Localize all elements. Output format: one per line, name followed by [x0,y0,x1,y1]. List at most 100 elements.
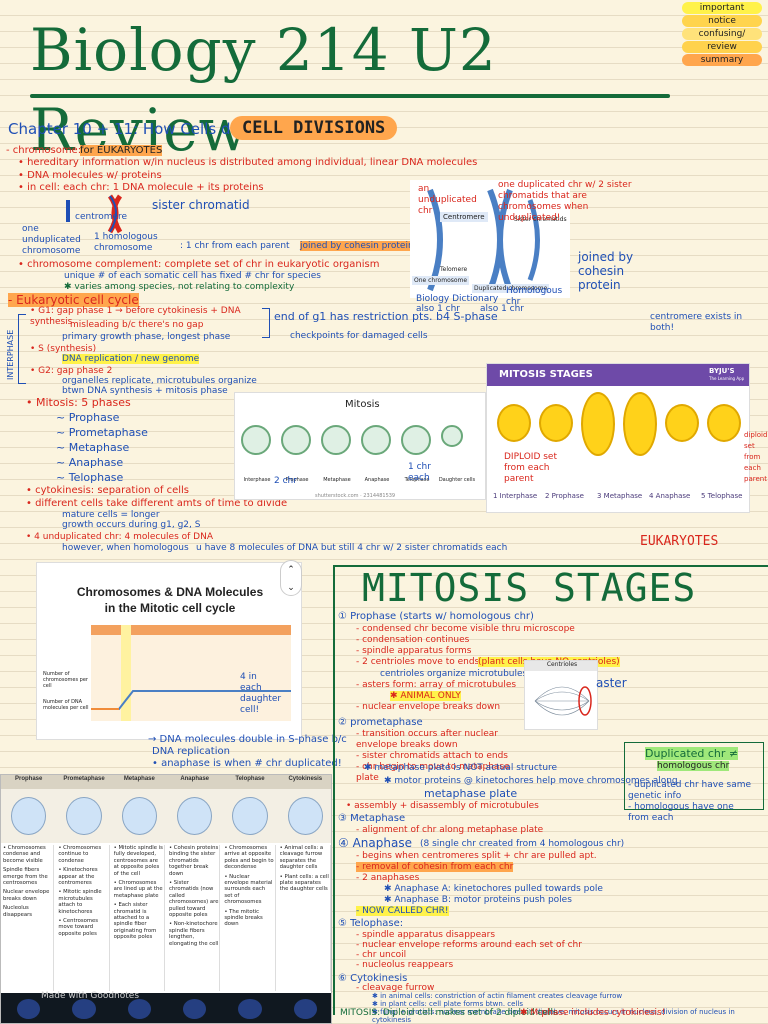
diag-joined-note: joined by cohesin protein [578,250,634,292]
chr-dna-note-3: • anaphase is when # chr duplicated! [152,758,342,769]
metaphase-plate: metaphase plate [424,787,518,800]
table-cell-diagram [11,797,47,835]
dup-line-2: homologous chr [657,761,730,771]
metaphase-heading: ③ Metaphase [338,813,406,824]
cytokinesis-heading: ⑥ Cytokinesis [338,973,408,984]
chromosome-sketch [66,194,123,234]
prometaphase-lines: - transition occurs after nuclear envelo… [356,729,526,784]
cyto-lines: ✱ in animal cells: constriction of actin… [372,992,762,1024]
nuclear-line: - nuclear envelope breaks down [356,702,501,712]
goodnotes-watermark: Made with Goodnotes [41,991,140,1001]
byjus-cell [707,404,741,442]
growth-line: growth occurs during g1, g2, S [62,520,201,530]
cyto-line-2: ✱ in animal cells: constriction of actin… [372,992,623,1000]
table-cell-text: • Mitotic spindle microtubules attach to… [58,889,102,915]
column-top-rule [333,565,768,567]
table-header-cytokinesis: Cytokinesis [288,776,323,782]
table-column-anaphase: • Cohesin proteins binding the sister ch… [169,845,221,991]
phase-anaphase: ~ Anaphase [56,456,124,469]
byjus-mitosis-image: MITOSIS STAGES BYJU'S The Learning App 1… [486,363,750,513]
asters-line: - asters form: array of microtubules [356,680,517,690]
mitosis-cell-daughter-cells [441,425,463,447]
table-cell-text: • Mitotic spindle is fully developed, ce… [113,845,163,877]
cytokinesis-line: • cytokinesis: separation of cells [26,485,189,496]
table-cell-text: • Chromosomes condense and become visibl… [3,845,46,864]
mitosis-stage-label: Anaphase [364,477,390,483]
table-micrograph [293,999,317,1019]
chr-dna-side-note: 4 in each daughter cell! [240,672,282,715]
prometa-line-4: ✱ metaphase plate is NOT actual structur… [364,763,558,773]
byjus-diploid-note: DIPLOID set from each parent [504,452,557,484]
animal-only: ✱ ANIMAL ONLY [390,691,461,701]
byjus-logo-sub: The Learning App [709,376,745,381]
complement-line-3: ✱ varies among species, not relating to … [64,282,295,292]
prophase-line-3: - spindle apparatus forms [356,646,472,656]
mitosis-phase-list: ~ Prophase ~ Prometaphase ~ Metaphase ~ … [56,410,148,485]
eukaryotes-tag: EUKARYOTES [640,534,719,549]
anaphase-line-5: ✱ Anaphase B: motor proteins push poles [384,895,572,905]
table-micrograph [17,999,41,1019]
table-cell-text: • Each sister chromatid is attached to a… [113,902,157,941]
byjus-cell [665,404,699,442]
complement-line-2: unique # of each somatic cell has fixed … [64,271,321,281]
chapter-heading: Chapter 10 + 11: How Cells divide [8,120,267,138]
homologous-label: 1 homologous chromosome [94,232,158,253]
diag-duplicated: Duplicated chromosome [472,284,550,293]
g1-line: • G1: gap phase 1 → before cytokinesis +… [30,306,241,327]
assembly-line: • assembly + disassembly of microtubules [346,801,539,811]
homologous-def: : 1 chr from each parent [180,241,290,251]
prometa-line-5: ✱ motor proteins @ kinetochores help mov… [384,776,678,786]
interphase-label: INTERPHASE [6,329,15,380]
page-title: Biology 214 U2 Review [30,16,497,164]
anaphase-line-2: - removal of cohesin from each chr [356,862,514,872]
mitosis-stage-label: Prophase [285,477,309,483]
g1-bracket [262,308,270,338]
chromosome-line-2: • DNA molecules w/ proteins [18,170,162,181]
aster-label: aster [596,676,627,690]
table-cell-text: • Animal cells: a cleavage furrow separa… [279,845,324,871]
mitosis-cell-metaphase [321,425,351,455]
diag-caption: Biology Dictionary [416,294,499,304]
chromosome-diagram: Centromere Sister chromatids Telomere On… [410,180,570,298]
table-body-row: • Chromosomes condense and become visibl… [1,843,331,993]
s-line: • S (synthesis) [30,344,97,354]
legend-important: important [682,2,762,14]
complement-line-1: • chromosome complement: complete set of… [18,259,380,270]
scroll-toggle[interactable]: ⌃⌄ [280,560,302,596]
g1-restriction-note: end of g1 has restriction pts. b4 S-phas… [274,310,498,323]
byjus-stage-metaphase: 3 Metaphase [597,492,643,500]
prophase-lines: - condensed chr become visible thru micr… [356,624,575,668]
prometaphase-heading: ② prometaphase [338,717,423,728]
four-chr-line: • 4 unduplicated chr: 4 molecules of DNA [26,532,213,542]
cyto-line-3: ✱ in plant cells: cell plate forms btwn.… [372,1000,523,1008]
one-unduplicated-label: one unduplicated chromosome [22,224,81,256]
diag-homologous-note: Homologous chr [506,286,563,307]
g1-sub1: misleading b/c there's no gap [70,320,204,330]
diag-unduplicated-note: an unduplicated chr [418,184,477,216]
legend-summary: summary [682,54,762,66]
cell-divisions-badge: CELL DIVISIONS [230,116,398,140]
cell-cycle-heading: - Eukaryotic cell cycle [8,293,139,307]
table-cell-text: • Centrosomes move toward opposite poles [58,918,99,937]
table-cell-text: • Chromosomes are lined up at the metaph… [113,880,163,899]
table-cell-text: Nuclear envelope breaks down [3,889,50,902]
prophase-line-2: - condensation continues [356,635,470,645]
metaphase-line: - alignment of chr along metaphase plate [356,825,544,835]
byjus-stage-prophase: 2 Prophase [545,492,584,500]
telo-line-1: - spindle apparatus disappears [356,930,496,940]
g1-sub2: primary growth phase, longest phase [62,332,231,342]
byjus-cell [581,392,615,456]
chr-dna-title-1: Chromosomes & DNA Molecules [76,585,264,599]
chr-dna-image: Chromosomes & DNA Molecules in the Mitot… [36,562,302,740]
anaphase-line-1: - begins when centromeres split + chr ar… [356,851,597,861]
table-cell-diagram [121,797,157,835]
centromere-label: centromere [75,212,128,222]
highlight-legend: important notice confusing/ review summa… [682,2,762,67]
mitosis-cell-anaphase [361,425,391,455]
for-eukaryotes: for EUKARYOTES [80,145,163,156]
m-phase-note: ✱ M-phase includes cytokinesis! [520,1008,666,1018]
byjus-cell [539,404,573,442]
